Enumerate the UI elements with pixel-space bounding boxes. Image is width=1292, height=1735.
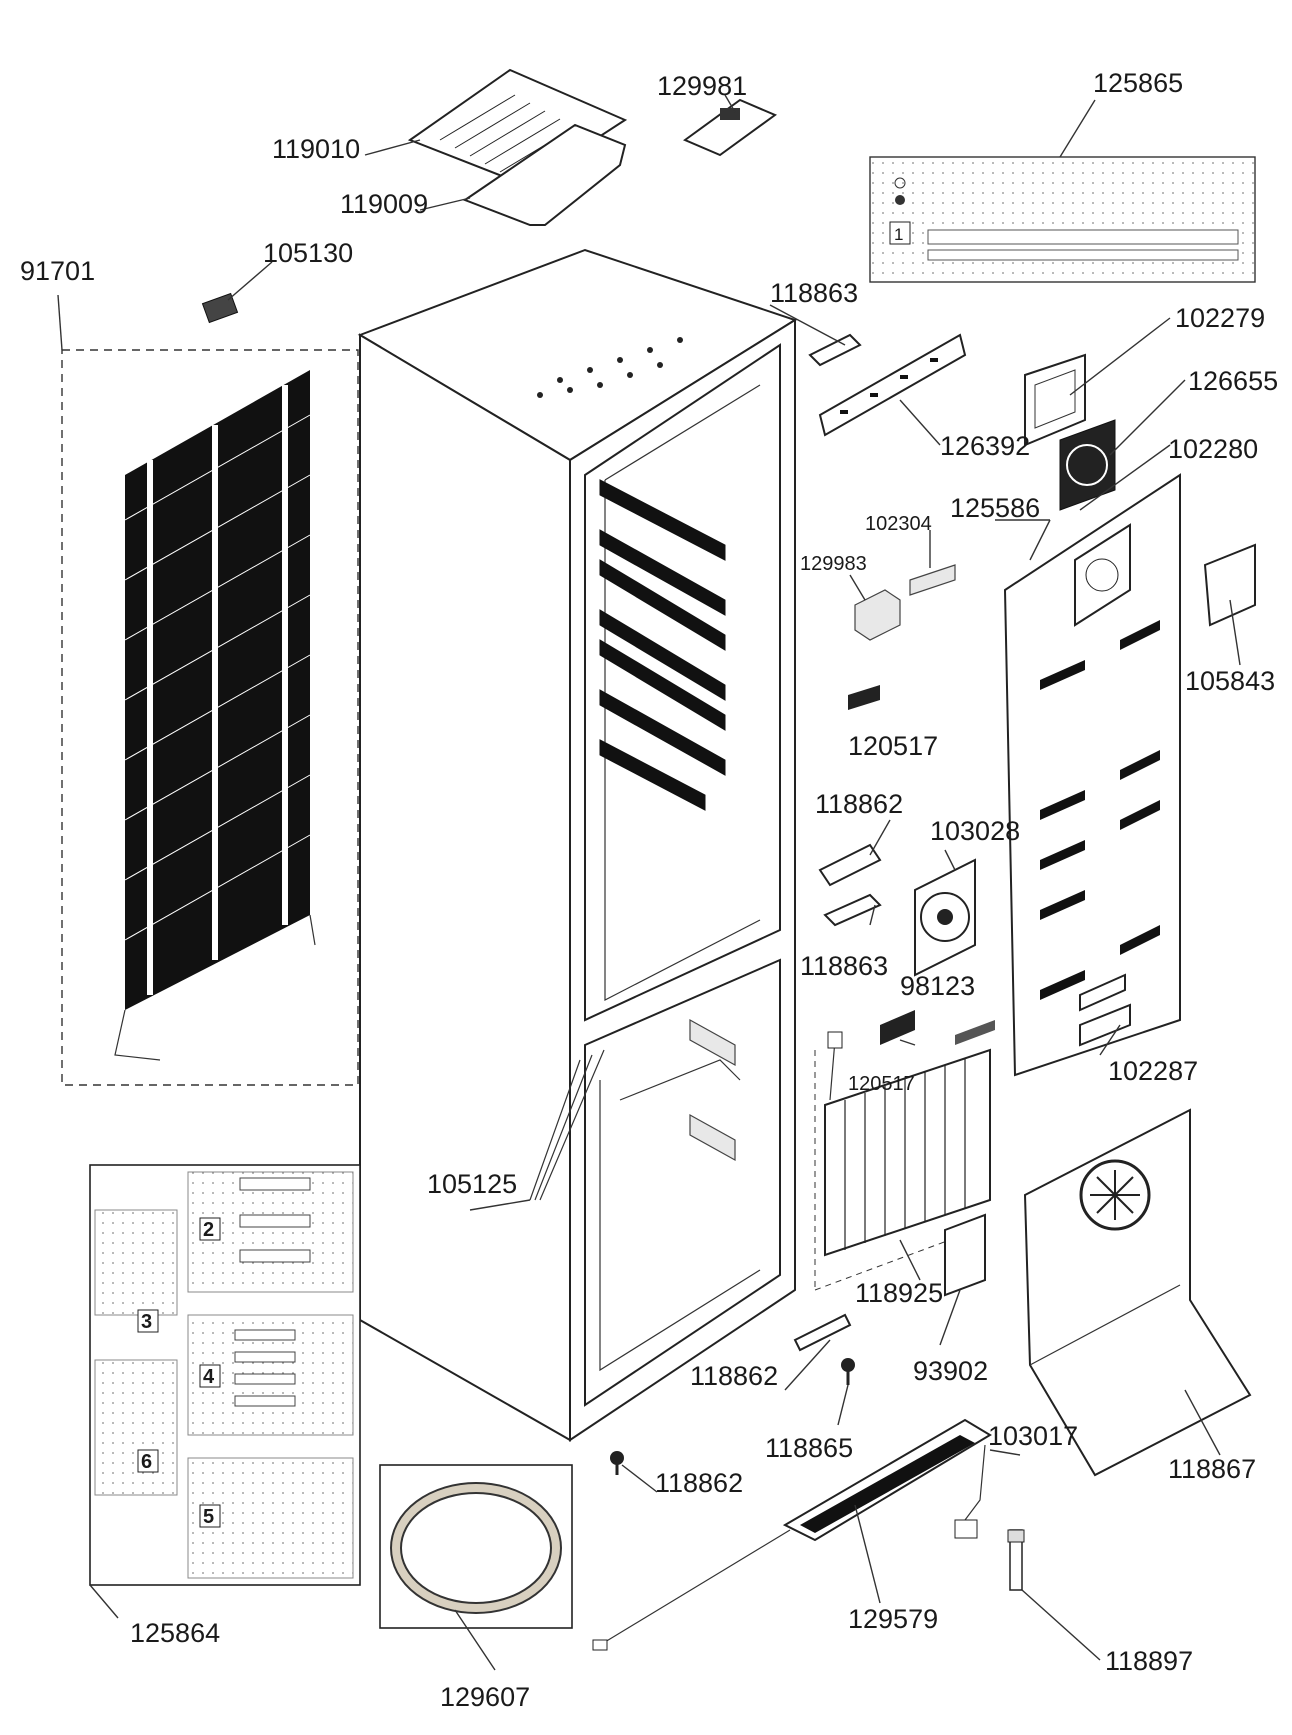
- label-91701: 91701: [20, 256, 95, 286]
- label-102279: 102279: [1175, 303, 1265, 333]
- label-98123: 98123: [900, 971, 975, 1001]
- label-118862-lower: 118862: [655, 1468, 743, 1498]
- sensor-103017: [954, 1444, 986, 1539]
- clip-120517-upper: [848, 685, 880, 710]
- label-129981: 129981: [657, 71, 747, 101]
- inset-number-3: 3: [141, 1311, 152, 1333]
- inset-number-5: 5: [203, 1506, 214, 1528]
- label-129983: 129983: [800, 553, 867, 575]
- bracket-129983: [854, 589, 901, 641]
- evaporator-118925: [814, 1031, 991, 1291]
- part-number-labels: 119010 129981 125865 119009 91701 105130…: [20, 68, 1278, 1712]
- label-102280: 102280: [1168, 434, 1258, 464]
- cabinet-body: [357, 248, 798, 1442]
- strip-98123: [955, 1020, 995, 1045]
- label-129579: 129579: [848, 1604, 938, 1634]
- part-105130: [201, 292, 239, 324]
- part-118863-top: [808, 333, 862, 367]
- label-118925: 118925: [855, 1278, 943, 1308]
- label-125865: 125865: [1093, 68, 1183, 98]
- label-118897: 118897: [1105, 1646, 1193, 1676]
- label-120517-lower: 120517: [848, 1073, 915, 1095]
- label-118863-lower: 118863: [800, 951, 888, 981]
- frame-102279: [1024, 353, 1086, 447]
- heater-93902: [944, 1213, 986, 1297]
- label-118862-mid: 118862: [690, 1361, 778, 1391]
- label-103028: 103028: [930, 816, 1020, 846]
- label-105843: 105843: [1185, 666, 1275, 696]
- holder-118863-lower: [823, 893, 882, 927]
- bar-126392: [818, 333, 967, 437]
- label-126655: 126655: [1188, 366, 1278, 396]
- board-129981: [682, 98, 778, 157]
- label-129607: 129607: [440, 1682, 530, 1712]
- fan-126655: [1059, 419, 1116, 511]
- pad-102304: [909, 564, 956, 596]
- leader-lines: [57, 94, 1241, 1671]
- label-119009: 119009: [340, 189, 428, 219]
- label-118867: 118867: [1168, 1454, 1256, 1484]
- cover-105843: [1203, 543, 1256, 627]
- inset-number-6: 6: [141, 1451, 152, 1473]
- inset-number-4: 4: [203, 1366, 215, 1388]
- condenser-91701: [61, 349, 359, 1086]
- holder-118862-upper: [818, 843, 882, 887]
- label-102304: 102304: [865, 513, 932, 535]
- inset-129607: [379, 1464, 573, 1629]
- inset-125865: 1: [869, 156, 1256, 283]
- sensor-118897: [1007, 1529, 1025, 1591]
- fan-103028: [914, 858, 976, 977]
- label-103017: 103017: [988, 1421, 1078, 1451]
- label-105125: 105125: [427, 1169, 517, 1199]
- label-105130: 105130: [263, 238, 353, 268]
- label-118865: 118865: [765, 1433, 853, 1463]
- label-93902: 93902: [913, 1356, 988, 1386]
- inset-125864: 2 3 4 5 6: [89, 1164, 361, 1586]
- panel-119010: [407, 68, 628, 187]
- cover-118867: [1023, 1108, 1252, 1477]
- label-125586: 125586: [950, 493, 1040, 523]
- label-102287: 102287: [1108, 1056, 1198, 1086]
- panel-125586: [1003, 473, 1181, 1077]
- label-118862-upper: 118862: [815, 789, 903, 819]
- plate-119009: [462, 123, 627, 226]
- label-119010: 119010: [272, 134, 360, 164]
- label-120517-upper: 120517: [848, 731, 938, 761]
- inset-number-2: 2: [203, 1219, 214, 1241]
- label-125864: 125864: [130, 1618, 220, 1648]
- tray-129579: [592, 1418, 992, 1651]
- label-126392: 126392: [940, 431, 1030, 461]
- screw-118862-lower: [610, 1451, 624, 1475]
- label-118863-top: 118863: [770, 278, 858, 308]
- screw-118865: [841, 1358, 855, 1385]
- clip-120517-lower: [880, 1010, 915, 1045]
- inset-number-1: 1: [894, 225, 903, 244]
- holder-118862-mid: [793, 1313, 852, 1352]
